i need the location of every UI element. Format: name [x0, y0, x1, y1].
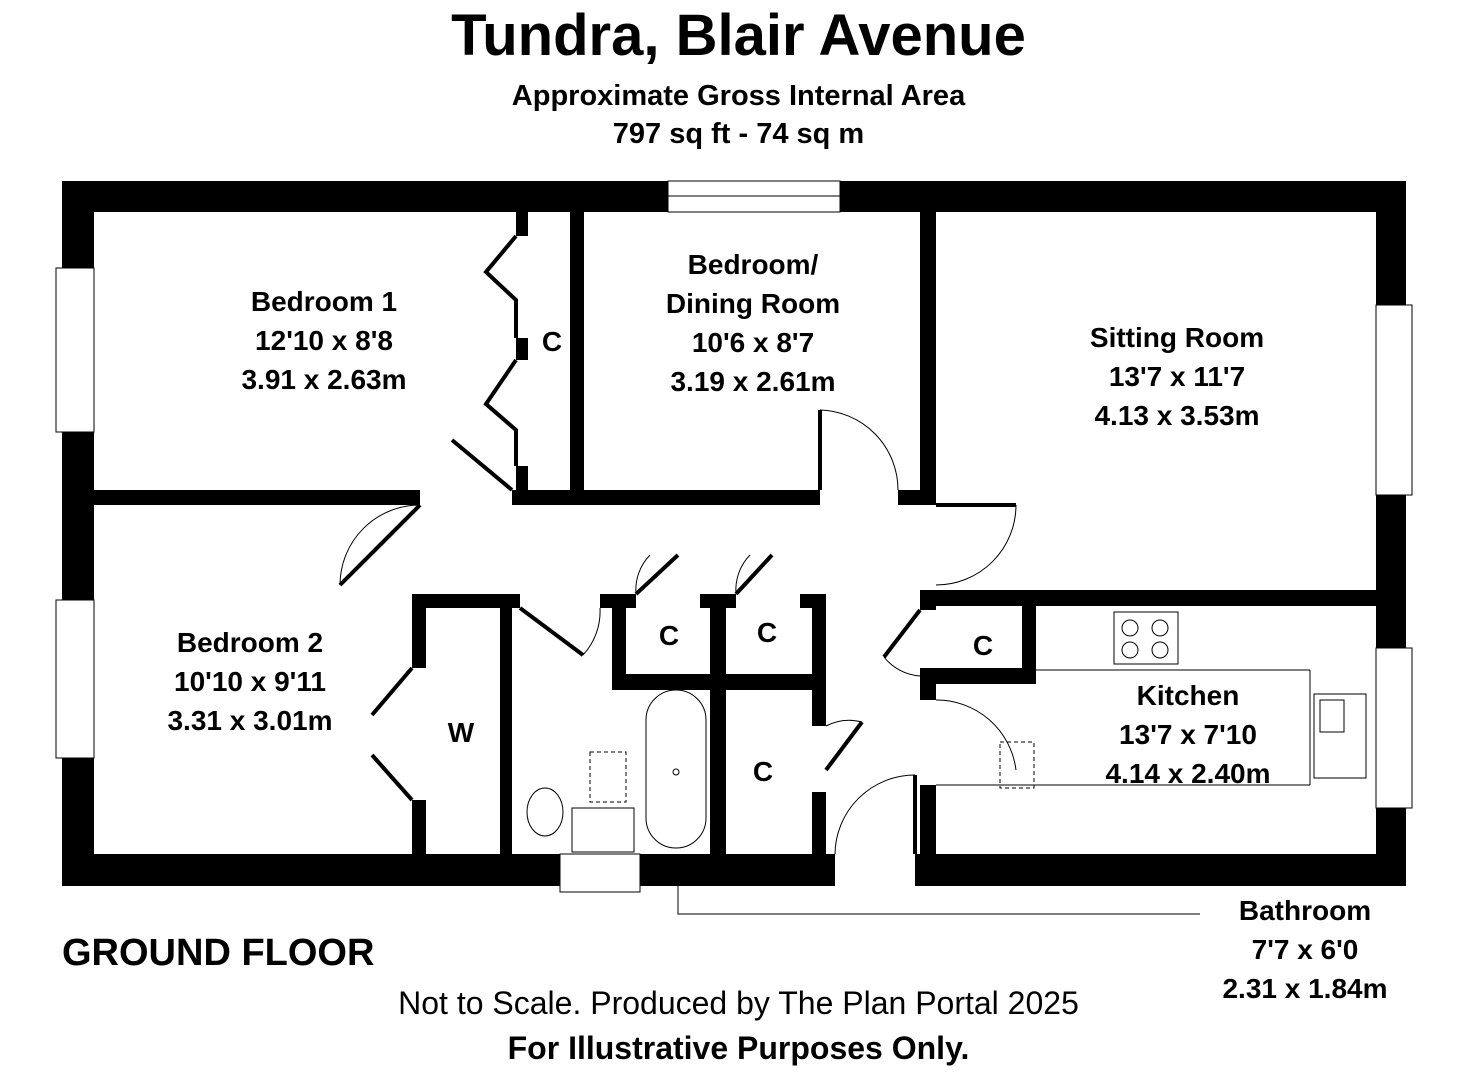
area-value: 797 sq ft - 74 sq m — [612, 118, 865, 150]
cupboard-label: C — [756, 617, 778, 648]
cupboard-label: C — [972, 630, 994, 661]
bathroom-leader-line — [677, 854, 1200, 915]
basin-icon — [571, 807, 635, 853]
disclaimer: For Illustrative Purposes Only. — [507, 1030, 970, 1066]
hob-icon — [1113, 611, 1179, 665]
area-label: Approximate Gross Internal Area — [511, 80, 966, 112]
door-leaves — [338, 234, 1016, 854]
windows — [55, 180, 1413, 893]
sink-icon — [1313, 693, 1367, 779]
bath-icon — [645, 689, 707, 849]
cupboard-label: C — [541, 326, 563, 357]
cupboard-label: C — [752, 756, 774, 787]
walls — [62, 181, 1406, 886]
door-swings — [339, 409, 1311, 855]
toilet-icon — [526, 787, 564, 837]
fixtures — [526, 611, 1367, 915]
cupboard-label: C — [658, 620, 680, 651]
kitchen-appliance-icon — [999, 741, 1035, 789]
wardrobe-label: W — [447, 717, 475, 748]
scale-note: Not to Scale. Produced by The Plan Porta… — [398, 985, 1079, 1021]
plan-title: Tundra, Blair Avenue — [451, 3, 1026, 68]
floor-label: GROUND FLOOR — [62, 932, 375, 974]
